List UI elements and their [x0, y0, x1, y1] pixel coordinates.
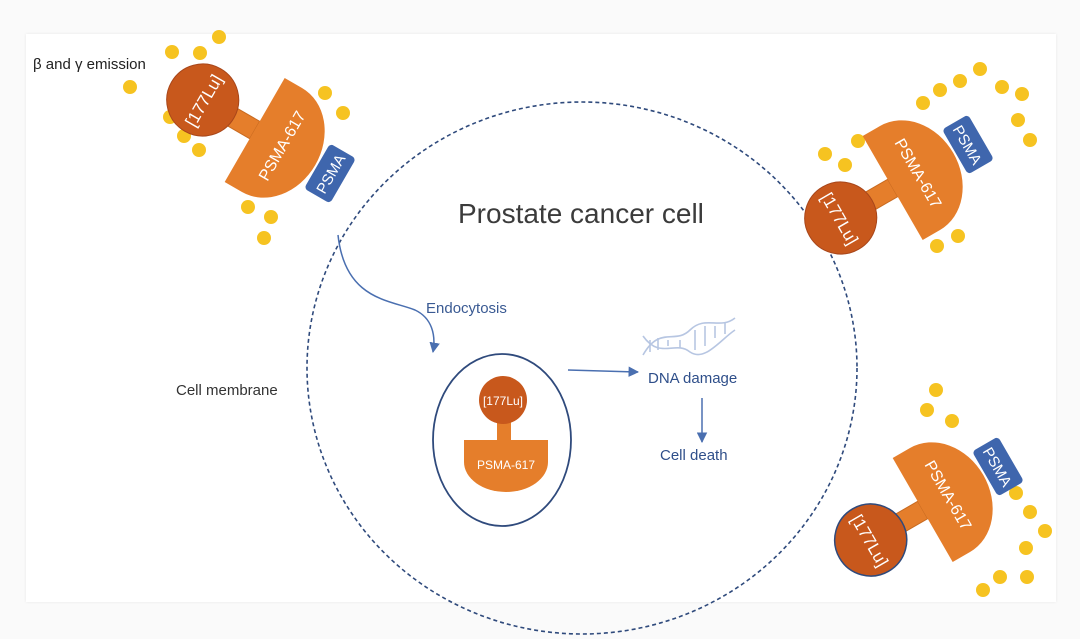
cell-membrane-label: Cell membrane [176, 382, 278, 399]
internalized-linker [497, 420, 511, 446]
receptor-shape [973, 437, 1023, 496]
internalized-complex: [177Lu] PSMA-617 [464, 376, 548, 492]
internalized-ligand-shape [464, 440, 548, 492]
internalized-isotope-shape [479, 376, 527, 424]
ligand-shape [224, 78, 325, 198]
complex-top-right: [177Lu] PSMA-617 PSMA [804, 115, 993, 255]
internalized-isotope-label: [177Lu] [483, 394, 523, 408]
endocytosis-arrow [337, 234, 440, 354]
endocytosis-label: Endocytosis [426, 300, 507, 317]
receptor-shape [305, 144, 355, 203]
complex-bottom-right: [177Lu] PSMA-617 PSMA [833, 437, 1023, 577]
receptor-shape [943, 115, 993, 174]
isotope-shape [166, 63, 240, 137]
dna-damage-label: DNA damage [648, 370, 738, 387]
emission-label: β and γ emission [33, 56, 146, 73]
isotope-shape [804, 181, 878, 255]
dna-helix-icon [642, 317, 736, 356]
isotope-shape [833, 503, 908, 577]
ligand-shape [862, 120, 963, 240]
ligand-shape [892, 442, 993, 562]
complex-top-left: [177Lu] PSMA-617 PSMA [166, 63, 355, 203]
cell-death-label: Cell death [660, 447, 728, 464]
cell-membrane [306, 101, 858, 635]
diagram-title: Prostate cancer cell [458, 198, 704, 229]
to-dna-arrow [567, 366, 640, 377]
internalized-ligand-label: PSMA-617 [477, 458, 535, 472]
